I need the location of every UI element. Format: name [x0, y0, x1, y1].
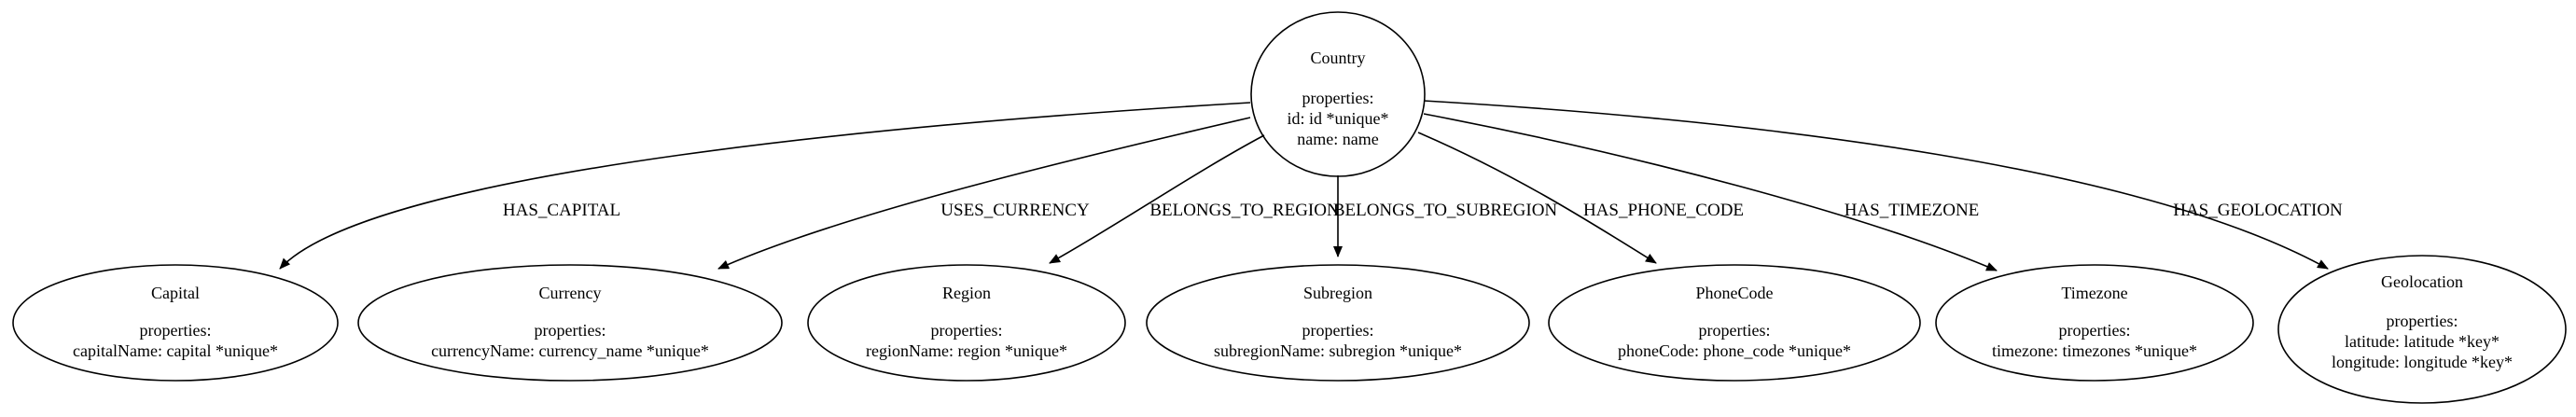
node-region-properties-label: properties: — [931, 321, 1003, 340]
node-geolocation-property: longitude: longitude *key* — [2332, 353, 2513, 371]
node-capital: Capital properties: capitalName: capital… — [12, 264, 339, 382]
edge-has-phone-code — [1417, 132, 1657, 264]
node-subregion-property: subregionName: subregion *unique* — [1214, 341, 1462, 360]
node-country-properties-label: properties: — [1302, 89, 1374, 107]
nodes: Country properties: id: id *unique* name… — [12, 11, 2567, 404]
node-subregion-title: Subregion — [1303, 284, 1372, 302]
node-capital-properties-label: properties: — [140, 321, 212, 340]
node-region-title: Region — [942, 284, 991, 302]
node-currency-properties-label: properties: — [535, 321, 606, 340]
node-geolocation: Geolocation properties: latitude: latitu… — [2277, 255, 2567, 404]
edge-label-belongs-to-region: BELONGS_TO_REGION — [1149, 201, 1340, 220]
edges — [279, 100, 2329, 271]
node-country-title: Country — [1310, 49, 1365, 67]
edge-uses-currency — [717, 117, 1251, 270]
node-country: Country properties: id: id *unique* name… — [1250, 11, 1426, 177]
node-geolocation-property: latitude: latitude *key* — [2345, 332, 2499, 351]
edge-label-has-timezone: HAS_TIMEZONE — [1845, 201, 1980, 220]
edge-labels: HAS_CAPITAL USES_CURRENCY BELONGS_TO_REG… — [503, 201, 2343, 220]
node-phonecode-properties-label: properties: — [1699, 321, 1771, 340]
node-currency: Currency properties: currencyName: curre… — [357, 264, 783, 382]
node-timezone-properties-label: properties: — [2059, 321, 2131, 340]
edge-belongs-to-region — [1049, 134, 1265, 264]
node-region-property: regionName: region *unique* — [866, 341, 1067, 360]
node-capital-title: Capital — [151, 284, 200, 302]
edge-label-has-capital: HAS_CAPITAL — [503, 201, 620, 220]
node-timezone-property: timezone: timezones *unique* — [1992, 341, 2197, 360]
edge-label-has-geolocation: HAS_GEOLOCATION — [2173, 201, 2343, 220]
node-subregion: Subregion properties: subregionName: sub… — [1146, 264, 1530, 382]
node-timezone: Timezone properties: timezone: timezones… — [1935, 264, 2254, 382]
node-country-property: id: id *unique* — [1288, 109, 1389, 128]
node-geolocation-title: Geolocation — [2381, 272, 2463, 291]
node-currency-property: currencyName: currency_name *unique* — [431, 341, 709, 360]
edge-label-has-phone-code: HAS_PHONE_CODE — [1583, 201, 1744, 220]
edge-has-geolocation — [1423, 100, 2329, 270]
edge-label-belongs-to-subregion: BELONGS_TO_SUBREGION — [1333, 201, 1558, 220]
node-phonecode: PhoneCode properties: phoneCode: phone_c… — [1548, 264, 1921, 382]
node-phonecode-property: phoneCode: phone_code *unique* — [1618, 341, 1851, 360]
node-geolocation-properties-label: properties: — [2387, 312, 2458, 330]
node-currency-title: Currency — [539, 284, 602, 302]
node-subregion-properties-label: properties: — [1302, 321, 1374, 340]
node-country-property: name: name — [1297, 130, 1378, 148]
node-region: Region properties: regionName: region *u… — [807, 264, 1126, 382]
edge-label-uses-currency: USES_CURRENCY — [940, 201, 1090, 220]
node-capital-property: capitalName: capital *unique* — [73, 341, 278, 360]
node-timezone-title: Timezone — [2061, 284, 2127, 302]
edge-has-timezone — [1423, 113, 1998, 271]
node-phonecode-title: PhoneCode — [1696, 284, 1774, 302]
edge-has-capital — [279, 102, 1251, 270]
